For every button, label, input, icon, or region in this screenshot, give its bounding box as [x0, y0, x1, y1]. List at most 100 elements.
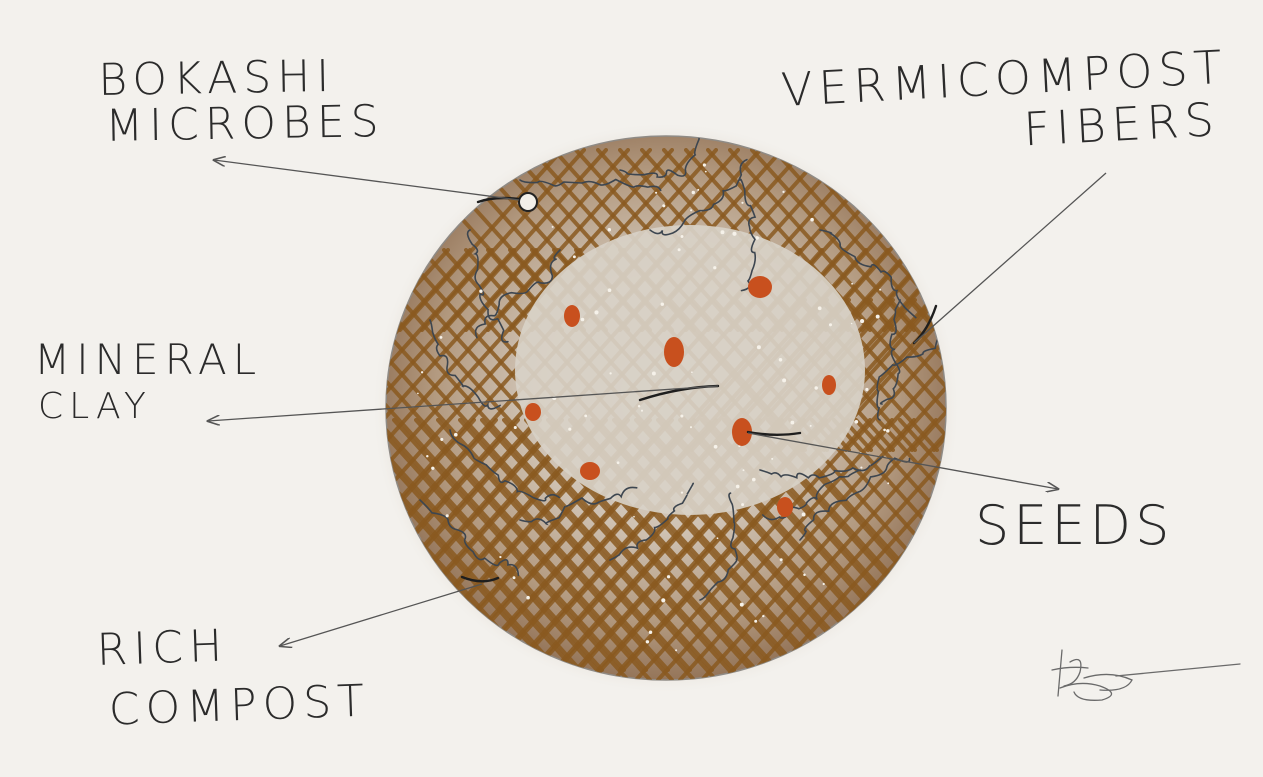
mineral-speck [741, 503, 744, 506]
mineral-speck [810, 218, 814, 222]
seed [822, 375, 836, 395]
hatch-stroke [26, 250, 404, 670]
mineral-speck [661, 598, 665, 602]
mineral-speck [568, 428, 571, 431]
arrow-bokashi [214, 160, 519, 200]
mineral-speck [736, 485, 740, 489]
mineral-speck [755, 236, 758, 239]
hatch-stroke [0, 250, 360, 670]
label-line: RICH [96, 619, 369, 675]
mineral-speck [421, 371, 423, 373]
mineral-speck [780, 558, 783, 561]
mineral-speck [678, 248, 681, 251]
mineral-speck [865, 388, 868, 391]
mineral-speck [743, 469, 745, 471]
mineral-speck [440, 336, 443, 339]
mineral-speck [526, 596, 530, 600]
mineral-speck [887, 482, 889, 484]
mineral-speck [803, 574, 806, 577]
mineral-speck [584, 414, 587, 417]
label-line: CLAY [38, 388, 262, 426]
microbe-icon [519, 193, 537, 211]
mineral-speck [790, 421, 794, 425]
hatch-stroke [48, 250, 426, 670]
mineral-speck [675, 649, 677, 651]
mineral-speck [879, 289, 881, 291]
mineral-speck [810, 425, 812, 427]
label-line: MICROBES [105, 99, 385, 150]
mineral-speck [681, 235, 684, 238]
mineral-speck [514, 426, 517, 429]
hatch-stroke [884, 150, 1046, 330]
label-line: MINERAL [34, 338, 262, 382]
label-bokashi-microbes: BOKASHI MICROBES [98, 53, 385, 150]
mineral-speck [883, 429, 886, 432]
mineral-speck [690, 209, 692, 211]
mineral-speck [771, 458, 773, 460]
arrow-vermicompost [914, 173, 1106, 343]
mineral-speck [581, 318, 585, 322]
hatch-stroke [956, 300, 1091, 450]
mineral-speck [818, 306, 822, 310]
mineral-speck [782, 378, 786, 382]
seed [664, 337, 684, 367]
mineral-speck [617, 461, 620, 464]
mineral-speck [513, 576, 516, 579]
mineral-speck [714, 445, 718, 449]
label-line: COMPOST [108, 679, 371, 734]
mineral-speck [594, 310, 598, 314]
mineral-speck [802, 513, 806, 517]
mineral-speck [713, 266, 716, 269]
mineral-speck [638, 405, 640, 407]
mineral-speck [741, 202, 743, 204]
hatch-stroke [4, 250, 382, 670]
mineral-speck [454, 433, 458, 437]
clay-center [515, 225, 865, 515]
mineral-speck [608, 228, 611, 231]
label-line: FIBERS [1022, 95, 1231, 154]
mineral-speck [609, 372, 611, 374]
mineral-speck [705, 171, 707, 173]
mineral-speck [721, 230, 725, 234]
hatch-stroke [956, 300, 1091, 450]
mineral-speck [649, 631, 653, 635]
mineral-speck [552, 226, 554, 228]
mineral-speck [633, 516, 635, 518]
mineral-speck [851, 283, 853, 285]
mineral-speck [829, 323, 832, 326]
mineral-speck [680, 414, 683, 417]
label-vermicompost-fibers: VERMICOMPOST FIBERS [780, 43, 1232, 167]
mineral-speck [662, 204, 665, 207]
hatch-stroke [26, 250, 404, 670]
mineral-speck [499, 556, 501, 558]
mineral-speck [703, 163, 706, 166]
mineral-speck [876, 315, 880, 319]
mineral-speck [440, 438, 443, 441]
mineral-speck [697, 189, 699, 191]
mineral-speck [573, 255, 576, 258]
mineral-speck [779, 358, 783, 362]
mineral-speck [740, 603, 744, 607]
mineral-speck [752, 478, 756, 482]
mineral-speck [886, 429, 890, 433]
seed [525, 403, 541, 421]
mineral-speck [690, 426, 692, 428]
mineral-speck [860, 319, 864, 323]
hatch-stroke [48, 250, 426, 670]
mineral-speck [762, 615, 764, 617]
mineral-speck [814, 386, 817, 389]
mineral-speck [854, 420, 858, 424]
mineral-speck [782, 191, 784, 193]
signature-icon [1040, 640, 1250, 710]
hatch-stroke [0, 250, 360, 670]
mineral-speck [667, 575, 670, 578]
mineral-speck [860, 467, 862, 469]
label-seeds: SEEDS [975, 498, 1173, 555]
mineral-speck [717, 537, 719, 539]
mineral-speck [661, 302, 664, 305]
mineral-speck [446, 514, 449, 517]
label-mineral-clay: MINERAL CLAY [34, 338, 262, 426]
seed [580, 462, 600, 480]
seed [748, 276, 772, 298]
mineral-speck [426, 455, 428, 457]
